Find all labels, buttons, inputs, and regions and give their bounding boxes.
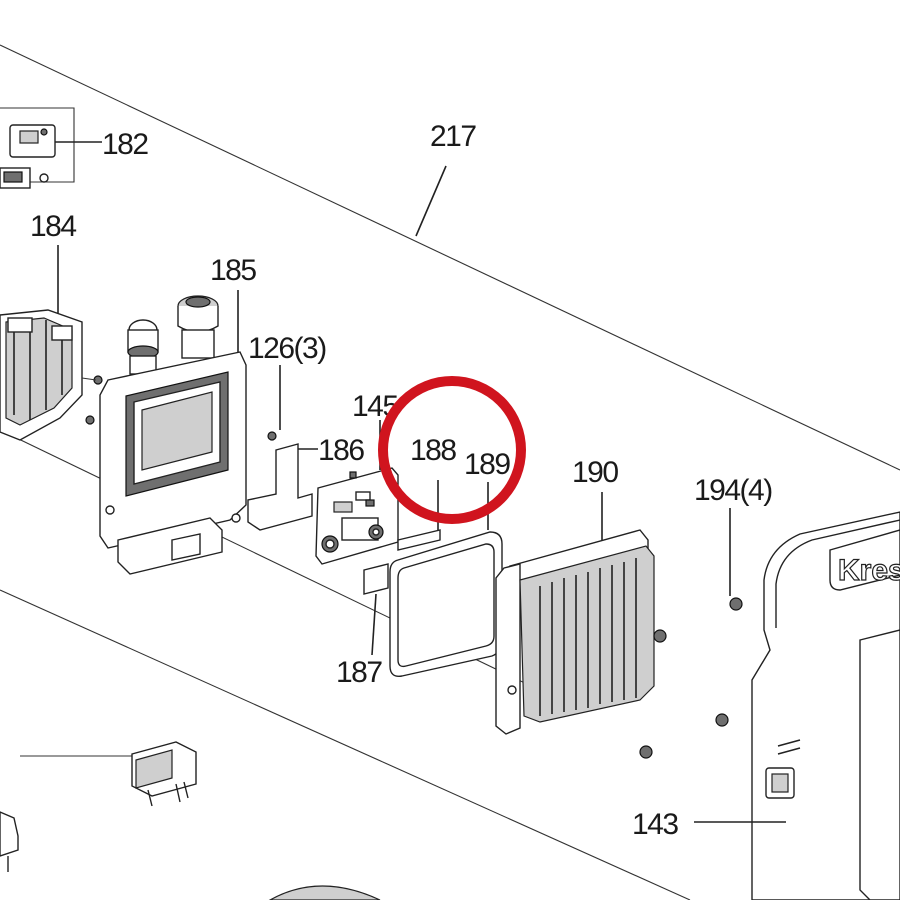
part-143-housing: Kres bbox=[694, 511, 900, 900]
part-182-assembly bbox=[0, 107, 102, 189]
part-190-heatsink bbox=[495, 492, 655, 735]
label-143: 143 bbox=[632, 808, 678, 841]
label-182: 182 bbox=[102, 128, 148, 161]
label-187: 187 bbox=[336, 656, 382, 689]
label-186: 186 bbox=[318, 434, 364, 467]
label-188: 188 bbox=[410, 434, 456, 467]
part-186-bracket bbox=[247, 443, 318, 531]
label-126: 126(3) bbox=[248, 332, 326, 365]
part-185-bezel bbox=[99, 290, 247, 575]
part-145-circuit-board bbox=[315, 420, 399, 565]
highlight-circle bbox=[378, 376, 526, 524]
label-194: 194(4) bbox=[694, 474, 772, 507]
part-187-pad bbox=[363, 563, 389, 656]
label-185: 185 bbox=[210, 254, 256, 287]
heatsink-fins bbox=[539, 558, 637, 716]
part-189-gasket bbox=[389, 482, 503, 677]
label-184: 184 bbox=[30, 210, 76, 243]
leader-217 bbox=[415, 165, 447, 237]
label-190: 190 bbox=[572, 456, 618, 489]
bottom-left-parts bbox=[0, 741, 381, 900]
housing-brand-text: Kres bbox=[838, 554, 900, 587]
label-217: 217 bbox=[430, 120, 476, 153]
part-184-housing bbox=[0, 245, 103, 441]
part-194-screws bbox=[639, 508, 743, 759]
part-126-screw bbox=[267, 365, 281, 441]
label-189: 189 bbox=[464, 448, 510, 481]
